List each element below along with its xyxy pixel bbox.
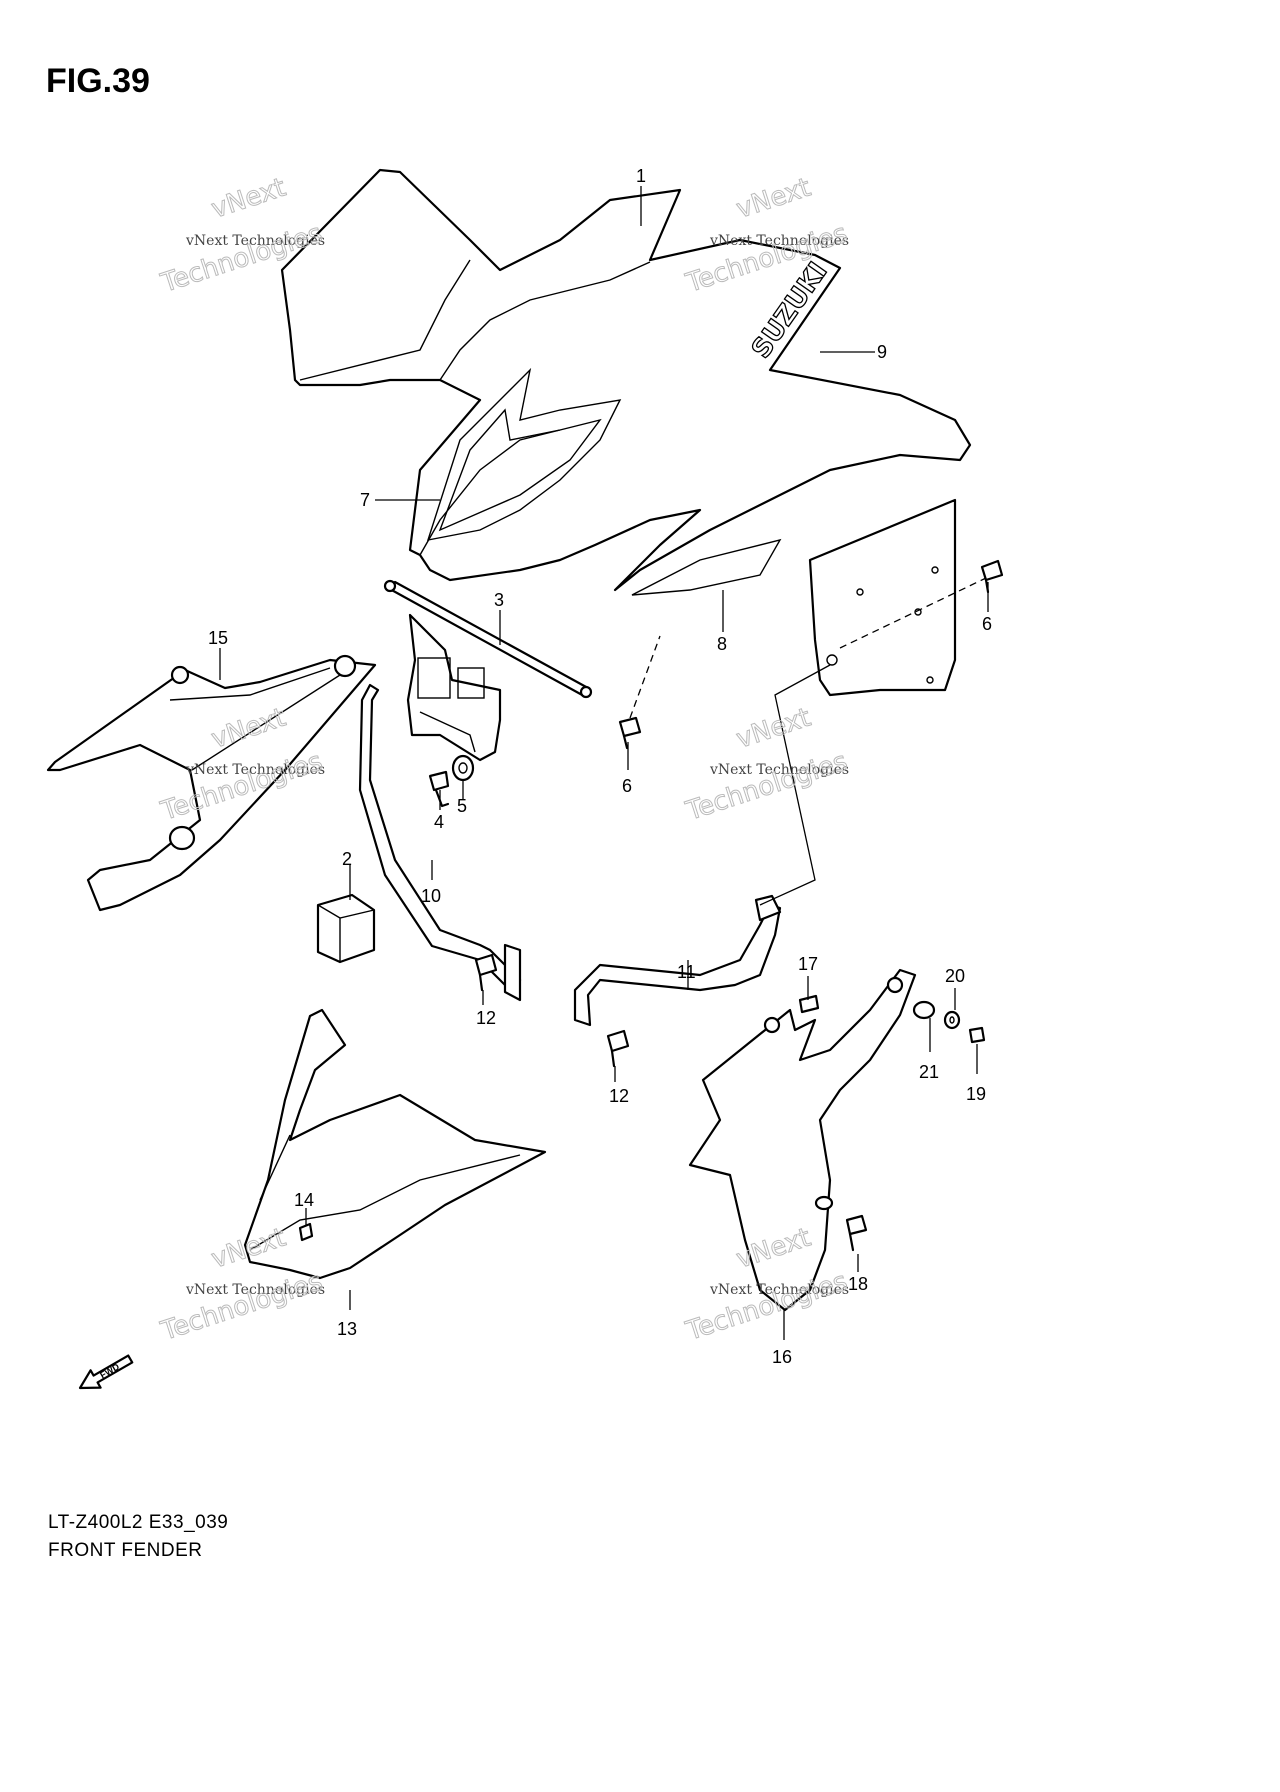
bolt-4 [428, 770, 450, 808]
callout-4: 4 [434, 812, 444, 832]
washer-20 [943, 1010, 961, 1030]
side-cover-15 [46, 654, 377, 912]
callout-3: 3 [494, 590, 504, 610]
front-fender-main: SUZUKI [280, 168, 972, 596]
support-rod-11 [573, 894, 782, 1027]
fwd-arrow-icon: FWD [78, 1354, 134, 1390]
collar-5 [451, 754, 475, 782]
callout-14: 14 [294, 1190, 314, 1210]
callout-2: 2 [342, 849, 352, 869]
watermark-mid-right: vNext vNext Technologies Technologies [681, 702, 851, 827]
figure-title: FIG.39 [46, 62, 150, 100]
watermark-big: Technologies [157, 1267, 326, 1347]
watermark-small: vNext Technologies [709, 1282, 849, 1298]
watermark-small: vNext Technologies [709, 233, 849, 249]
watermark-tag: vNext [733, 703, 815, 755]
callout-6a: 6 [622, 776, 632, 796]
callout-12a: 12 [476, 1008, 496, 1028]
model-code: LT-Z400L2 E33_039 [48, 1512, 229, 1533]
callout-18: 18 [848, 1274, 868, 1294]
dashed-guide-6b [629, 635, 661, 719]
screw-19 [968, 1026, 986, 1044]
support-rod-10 [358, 683, 522, 1002]
callout-21: 21 [919, 1062, 939, 1082]
callout-1: 1 [636, 166, 646, 186]
callout-11: 11 [677, 962, 696, 982]
lower-guard-13 [243, 1008, 547, 1280]
watermark-big: Technologies [682, 747, 851, 827]
callout-20: 20 [945, 966, 965, 986]
bolt-12-right [606, 1029, 630, 1068]
watermark-tag: vNext [208, 173, 290, 225]
callout-7: 7 [360, 490, 370, 510]
bolt-6-left [618, 716, 642, 750]
watermark-small: vNext Technologies [709, 762, 849, 778]
watermark-small: vNext Technologies [185, 233, 325, 249]
dashed-guide-6 [839, 577, 987, 649]
callout-19: 19 [966, 1084, 986, 1104]
bolt-21 [912, 1000, 936, 1020]
bolt-17 [798, 994, 820, 1014]
callout-10: 10 [421, 886, 441, 906]
side-guard-16 [688, 968, 917, 1312]
figure-name: FRONT FENDER [48, 1540, 203, 1561]
callout-5: 5 [457, 796, 467, 816]
callout-16: 16 [772, 1347, 792, 1367]
bolt-12-left [474, 953, 498, 992]
callout-15: 15 [208, 628, 228, 648]
fender-bracket [383, 579, 593, 762]
callout-13: 13 [337, 1319, 357, 1339]
fender-inner-flap [808, 498, 957, 697]
bolt-6-right [980, 559, 1004, 594]
callout-9: 9 [877, 342, 887, 362]
bolt-18 [845, 1214, 868, 1252]
callout-17: 17 [798, 954, 818, 974]
watermark-tag: vNext [733, 173, 815, 225]
screw-14 [298, 1222, 314, 1242]
callout-12b: 12 [609, 1086, 629, 1106]
callout-6b: 6 [982, 614, 992, 634]
cushion-2 [316, 893, 376, 964]
watermark-small: vNext Technologies [185, 1282, 325, 1298]
guide-11-line [759, 664, 831, 906]
watermark-small: vNext Technologies [185, 762, 325, 778]
callout-8: 8 [717, 634, 727, 654]
